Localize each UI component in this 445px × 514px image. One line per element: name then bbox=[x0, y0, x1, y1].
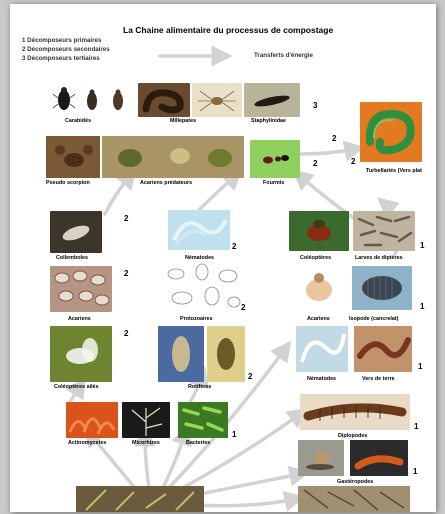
level-nematodes-top: 2 bbox=[232, 242, 236, 251]
arrow-nematodes-up bbox=[195, 176, 235, 214]
gasteropodes-photo-1 bbox=[298, 440, 344, 476]
rotiferes-caption: Rotifères bbox=[188, 384, 211, 390]
coleopteres-ailes-caption: Coléoptères ailés bbox=[54, 384, 99, 390]
level-bacteries: 1 bbox=[232, 430, 236, 439]
turbellaries-photo bbox=[360, 102, 422, 162]
nematodes-right-caption: Nématodes bbox=[307, 376, 336, 382]
level-staphylinidae: 3 bbox=[313, 101, 317, 110]
acariens-left-caption: Acariens bbox=[68, 316, 91, 322]
bacteries-photo bbox=[178, 402, 228, 438]
turbellaries-caption: Turbellariés (Vers plat bbox=[366, 168, 422, 174]
acariens-predateurs-caption: Acariens prédateurs bbox=[140, 180, 192, 186]
staphylinidae-caption: Staphylinidae bbox=[251, 118, 286, 124]
level-fourmis: 2 bbox=[313, 159, 317, 168]
gasteropodes-photo-2 bbox=[350, 440, 408, 476]
arrow-fourmis-to-flatworm bbox=[300, 149, 355, 154]
actinomycetes-caption: Actinomycetes bbox=[68, 440, 106, 446]
nematodes-right-photo bbox=[296, 326, 348, 372]
rotiferes-photo-2 bbox=[207, 326, 245, 382]
acariens-predateurs-photo bbox=[102, 136, 244, 178]
fourmis-caption: Fourmis bbox=[263, 180, 284, 186]
collemboles-caption: Collemboles bbox=[56, 255, 88, 261]
millepates-photo bbox=[138, 83, 190, 117]
coleopteres-photo bbox=[289, 211, 349, 251]
nematodes-top-photo bbox=[168, 210, 230, 250]
acariens-left-photo bbox=[50, 266, 112, 312]
level-collemboles: 2 bbox=[124, 214, 128, 223]
isopode-caption: Isopode (cancrelat) bbox=[349, 316, 398, 322]
level-vers-de-terre: 1 bbox=[418, 362, 422, 371]
organic-matter-photo bbox=[76, 486, 204, 512]
vers-de-terre-photo bbox=[354, 326, 412, 372]
acariens-right-caption: Acariens bbox=[307, 316, 330, 322]
carabides-photo bbox=[50, 84, 135, 116]
level-rotiferes: 2 bbox=[248, 372, 252, 381]
millepates-photo-2 bbox=[192, 83, 242, 117]
level-protozoaires: 2 bbox=[241, 303, 245, 312]
gasteropodes-caption: Gastéropodes bbox=[337, 479, 373, 485]
staphylinidae-photo bbox=[244, 83, 300, 117]
legend-primary: 1 Décomposeurs primaires bbox=[22, 37, 101, 44]
micorhizes-photo bbox=[122, 402, 170, 438]
micorhizes-caption: Micorhizes bbox=[132, 440, 160, 446]
pseudo-scorpion-photo bbox=[46, 136, 100, 178]
pseudo-scorpion-caption: Pseudo scorpion bbox=[46, 180, 90, 186]
diplopodes-photo bbox=[300, 394, 410, 430]
collemboles-photo bbox=[50, 211, 102, 253]
coleopteres-caption: Coléoptères bbox=[300, 255, 331, 261]
level-gasteropodes: 1 bbox=[413, 467, 417, 476]
actinomycetes-photo bbox=[66, 402, 118, 438]
carabides-caption: Carabidés bbox=[65, 118, 91, 124]
bacteries-caption: Bacteries bbox=[186, 440, 210, 446]
page-title: La Chaine alimentaire du processus de co… bbox=[123, 25, 333, 35]
fourmis-photo bbox=[250, 140, 300, 178]
arrow-collemboles-up bbox=[105, 176, 130, 214]
diplopodes-caption: Diplopodes bbox=[338, 433, 367, 439]
level-larves: 1 bbox=[420, 241, 424, 250]
larves-photo bbox=[353, 211, 415, 251]
acariens-right-photo bbox=[296, 266, 342, 310]
isopode-photo bbox=[352, 266, 412, 310]
protozoaires-caption: Protozoaires bbox=[180, 316, 213, 322]
vers-de-terre-caption: Vers de terre bbox=[362, 376, 395, 382]
rotiferes-photo-1 bbox=[158, 326, 204, 382]
level-isopode: 1 bbox=[420, 302, 424, 311]
organic-matter-photo-2 bbox=[298, 486, 410, 512]
larves-caption: Larves de diptères bbox=[355, 255, 403, 261]
level-acariens-left: 2 bbox=[124, 269, 128, 278]
protozoaires-illustration bbox=[162, 262, 246, 314]
legend-tertiary: 3 Décomposeurs tertiaires bbox=[22, 55, 100, 62]
coleopteres-ailes-photo bbox=[50, 326, 112, 382]
level-turbellaries-upper: 2 bbox=[332, 134, 336, 143]
millepates-caption: Millepates bbox=[170, 118, 196, 124]
level-coleopteres-ailes: 2 bbox=[124, 329, 128, 338]
legend-energy: Transferts d'énergie bbox=[254, 52, 313, 59]
level-diplopodes: 1 bbox=[414, 422, 418, 431]
legend-secondary: 2 Décomposeurs secondaires bbox=[22, 46, 110, 53]
level-turbellaries-lower: 2 bbox=[351, 157, 355, 166]
nematodes-top-caption: Nématodes bbox=[185, 255, 214, 261]
food-web-sheet: La Chaine alimentaire du processus de co… bbox=[10, 4, 436, 512]
